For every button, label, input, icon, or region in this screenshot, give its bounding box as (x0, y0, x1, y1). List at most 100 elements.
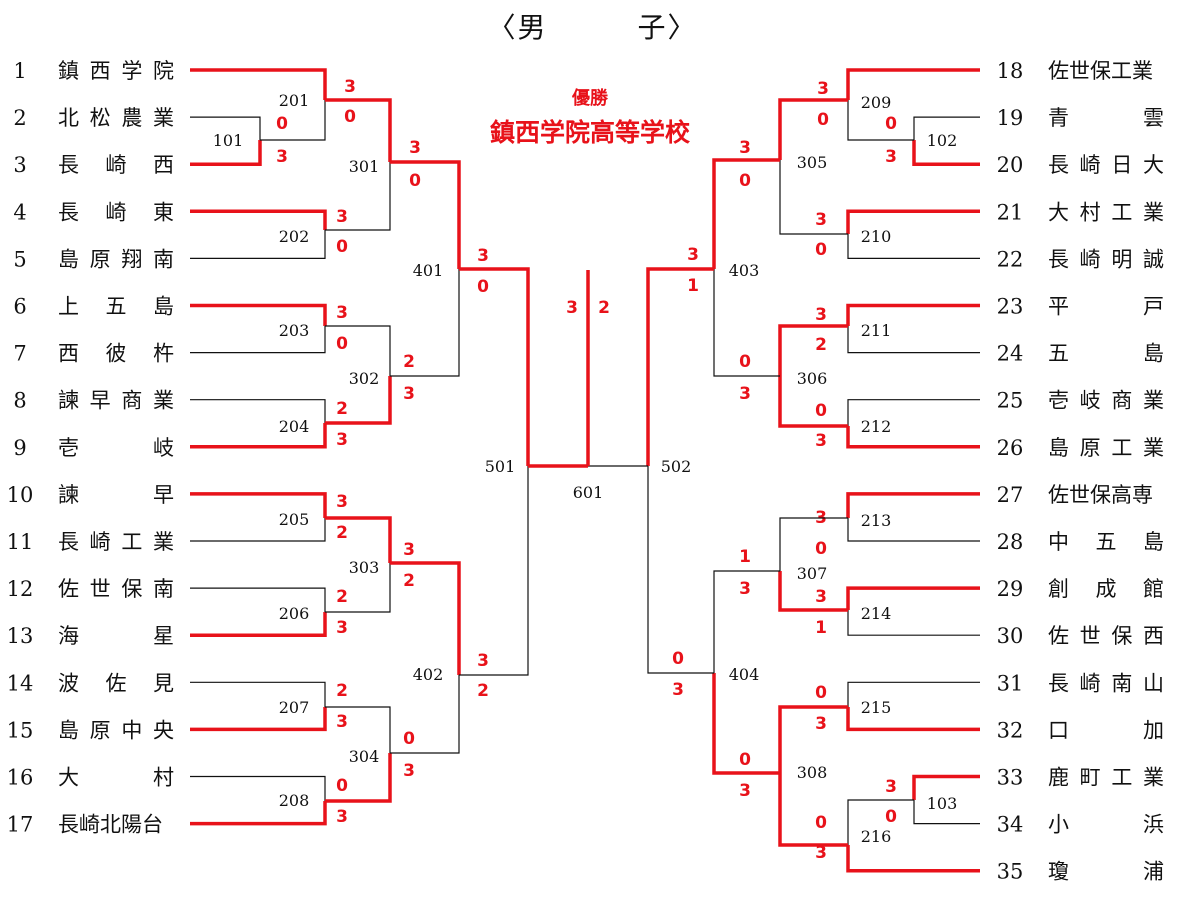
team-name-char: 日 (1111, 153, 1132, 177)
team-name-char: 西 (58, 342, 79, 366)
team-name-char: 館 (1143, 577, 1164, 601)
team-name-char: 壱 (58, 436, 79, 460)
score-bottom-214: 1 (815, 618, 827, 638)
team-seed: 27 (997, 483, 1024, 507)
final-score-right: 2 (598, 298, 610, 318)
team-name-char: 佐 (1048, 624, 1069, 648)
bracket-line (190, 518, 326, 542)
team-name-char: 明 (1111, 247, 1132, 271)
match-number-305: 305 (797, 153, 828, 172)
team-seed: 14 (7, 671, 34, 695)
score-bottom-102: 3 (885, 147, 897, 167)
bracket-line (190, 209, 327, 230)
team-seed: 31 (997, 671, 1024, 695)
score-bottom-210: 0 (815, 240, 827, 260)
team-seed: 30 (997, 624, 1024, 648)
match-number-102: 102 (927, 131, 958, 150)
score-bottom-401: 0 (477, 277, 489, 297)
team-name-char: 瓊 (1048, 860, 1069, 884)
score-top-216: 0 (815, 813, 827, 833)
team-seed: 9 (13, 436, 26, 460)
team-name-char: 五 (106, 295, 127, 319)
team-name-char: 商 (1111, 389, 1132, 413)
bracket-line (912, 140, 980, 166)
score-bottom-207: 3 (336, 712, 348, 732)
score-bottom-209: 0 (817, 110, 829, 130)
score-bottom-204: 3 (336, 430, 348, 450)
bracket-line (778, 324, 848, 376)
team-name-char: 業 (153, 106, 174, 130)
bracket-line (260, 100, 326, 141)
score-bottom-212: 3 (815, 431, 827, 451)
team-name-char: 業 (1143, 200, 1164, 224)
team-name-char: 戸 (1143, 295, 1164, 319)
match-number-304: 304 (349, 747, 380, 766)
team-name-char: 農 (121, 106, 142, 130)
team-name-char: 鹿 (1048, 766, 1069, 790)
team-seed: 5 (13, 247, 26, 271)
team-seed: 35 (997, 860, 1024, 884)
bracket-line (712, 158, 780, 269)
team-name-char: 長 (58, 200, 79, 224)
team-seed: 20 (997, 153, 1024, 177)
champion-name: 鎮西学院高等学校 (489, 118, 690, 147)
team-name-char: 見 (153, 671, 174, 695)
team-name-char: 業 (153, 389, 174, 413)
team-name-char: 西 (90, 59, 111, 83)
score-top-202: 3 (336, 207, 348, 227)
team-seed: 33 (997, 766, 1024, 790)
team-name-char: 浜 (1143, 813, 1164, 837)
team-name-char: 業 (153, 530, 174, 554)
team-name: 長崎北陽台 (58, 813, 163, 837)
team-name-char: 長 (1048, 247, 1069, 271)
bracket-line (778, 773, 848, 847)
bracket-line (779, 517, 848, 571)
team-seed: 25 (997, 389, 1024, 413)
team-name-char: 東 (153, 200, 174, 224)
match-number-501: 501 (485, 457, 516, 476)
team-name-char: 岐 (153, 436, 174, 460)
bracket-line (190, 707, 327, 732)
team-seed: 29 (997, 577, 1024, 601)
team-name-char: 西 (1143, 624, 1164, 648)
team-name-char: 雲 (1143, 106, 1164, 130)
score-bottom-201: 0 (344, 107, 356, 127)
bracket-line (713, 570, 780, 673)
score-bottom-208: 3 (336, 807, 348, 827)
team-name-char: 海 (58, 624, 79, 648)
team-name-char: 星 (153, 624, 174, 648)
score-top-306: 0 (739, 352, 751, 372)
score-top-201: 3 (344, 77, 356, 97)
score-top-205: 3 (336, 492, 348, 512)
bracket-line (846, 845, 980, 873)
team-name-char: 工 (1111, 766, 1132, 790)
team-name-char: 南 (153, 247, 174, 271)
match-number-215: 215 (861, 698, 892, 717)
match-number-301: 301 (349, 157, 380, 176)
bracket-line (779, 160, 848, 235)
team-name-char: 岐 (1080, 389, 1101, 413)
team-name-char: 世 (1080, 624, 1101, 648)
score-bottom-213: 0 (815, 539, 827, 559)
score-top-404: 0 (672, 649, 684, 669)
bracket-line (325, 376, 392, 425)
bracket-line (325, 98, 392, 162)
team-name-char: 央 (153, 718, 174, 742)
match-number-308: 308 (797, 763, 828, 782)
team-name-char: 工 (121, 530, 142, 554)
team-name-char: 村 (153, 766, 174, 790)
match-number-402: 402 (413, 665, 444, 684)
team-seed: 24 (997, 342, 1024, 366)
score-top-204: 2 (336, 399, 348, 419)
match-number-601: 601 (573, 483, 604, 502)
team-name-char: 工 (1111, 436, 1132, 460)
score-bottom-302: 3 (403, 384, 415, 404)
score-bottom-306: 3 (739, 384, 751, 404)
team-seed: 34 (997, 813, 1024, 837)
team-name-char: 西 (153, 153, 174, 177)
bracket-line (847, 799, 914, 845)
team-name-char: 大 (1143, 153, 1164, 177)
score-top-210: 3 (815, 210, 827, 230)
team-name-char: 創 (1048, 577, 1069, 601)
bracket-line (846, 707, 980, 732)
